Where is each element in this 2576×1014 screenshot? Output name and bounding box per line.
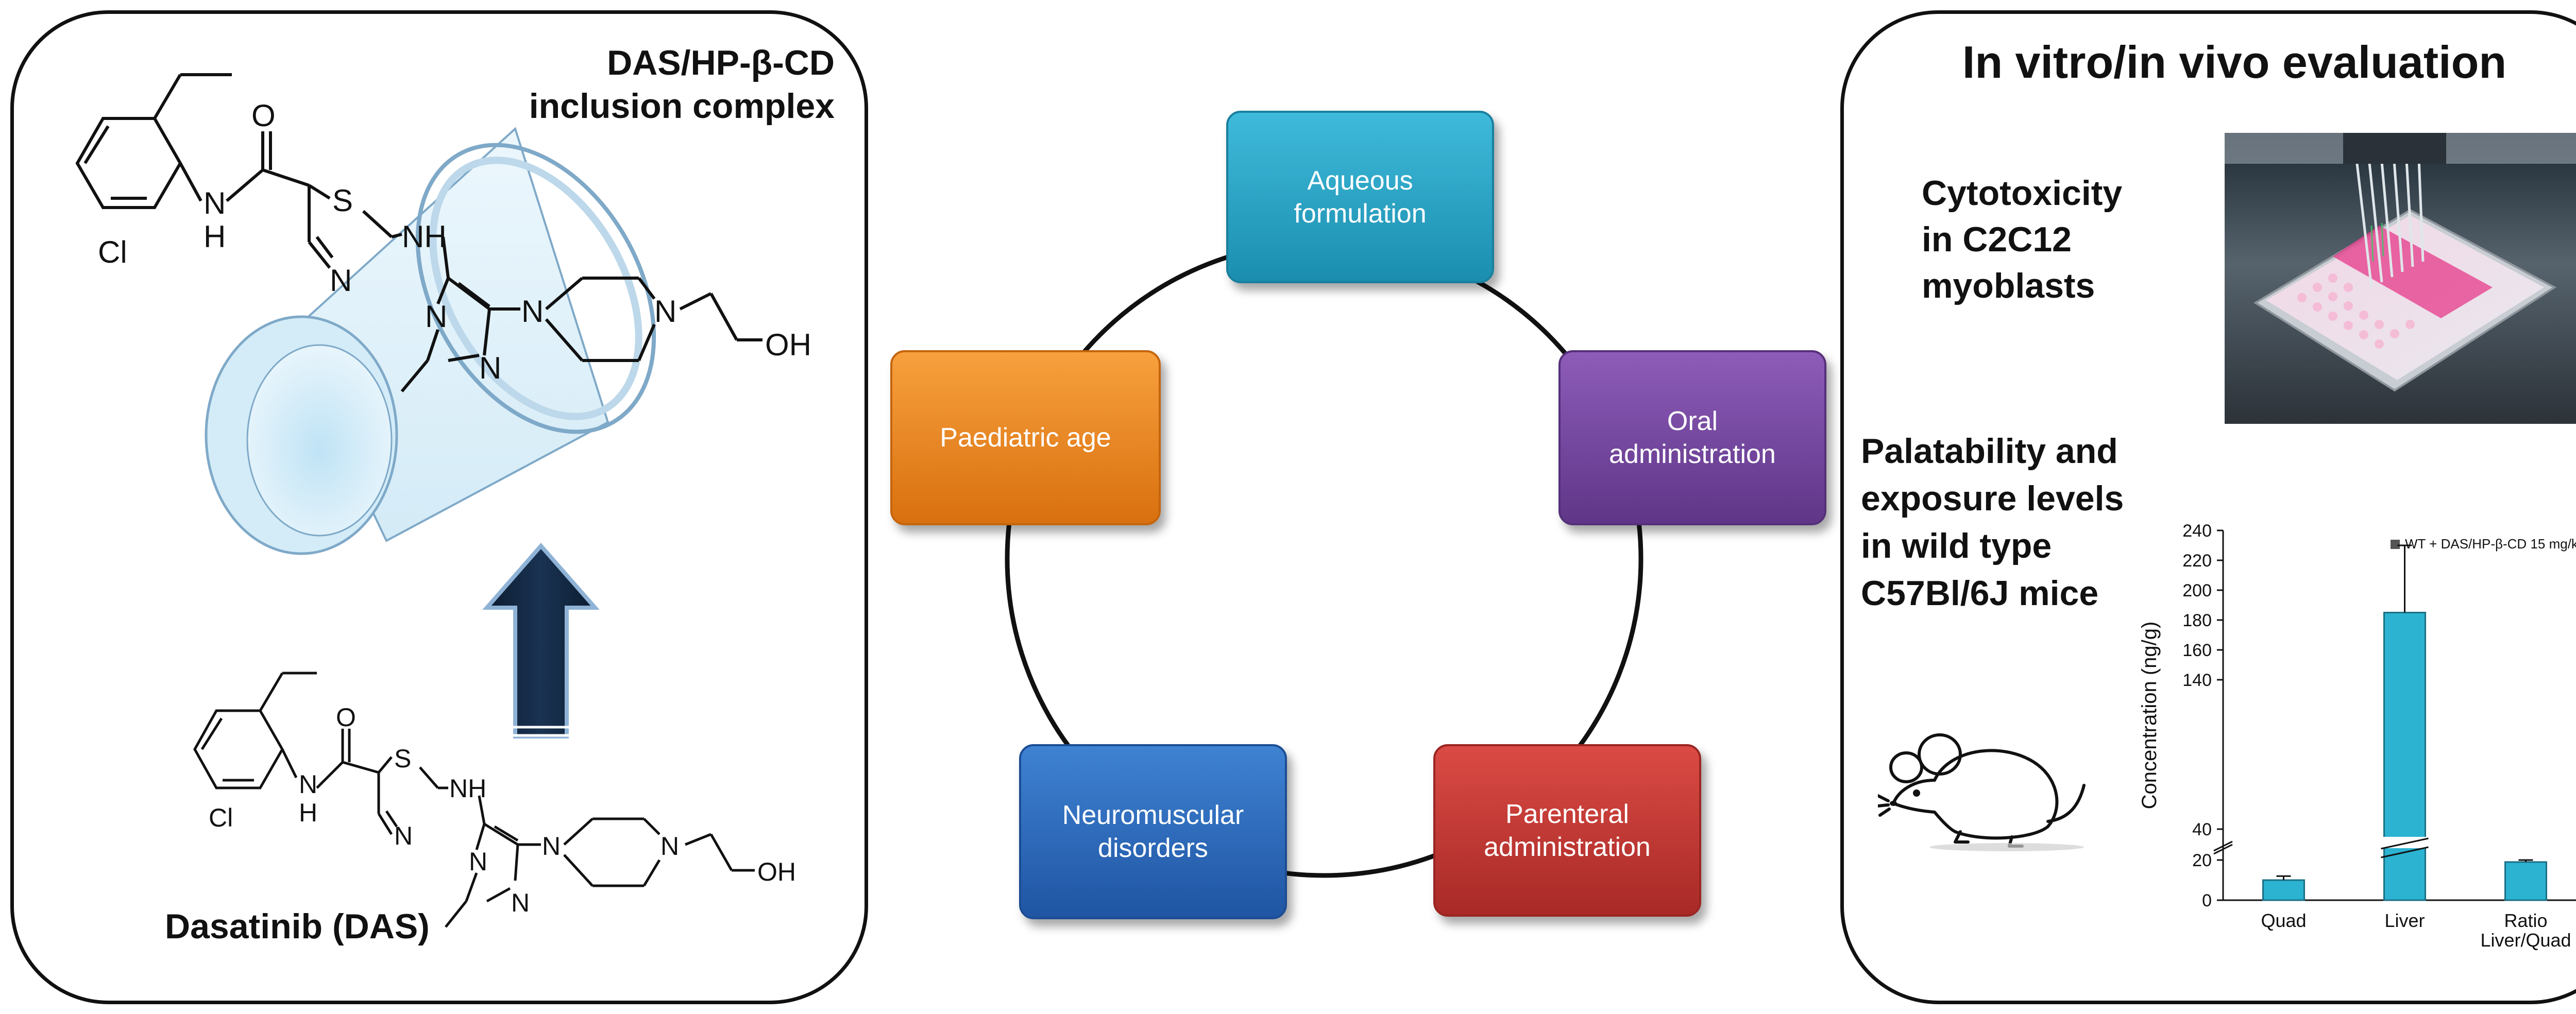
atom-n-pyr2-bottom: N [511,888,530,917]
atom-o-bottom: O [336,703,356,732]
das-complex-structure: O Cl N H S N NH N N N N OH O Cl N H S N … [75,73,811,928]
axis-break-mark [2213,844,2233,855]
palatability-line2: exposure levels [1861,479,2124,518]
atom-oh-top: OH [765,328,811,362]
x-tick-label: Quad [2261,910,2306,931]
atom-n-pip1-bottom: N [542,832,561,861]
node-oral-administration-label: Oral administration [1609,406,1776,469]
y-tick-label: 0 [2202,891,2212,910]
legend-label: WT + DAS/HP-β-CD 15 mg/kg [2405,536,2576,552]
atom-h-amide-top: H [204,219,226,254]
atom-nh-link-top: NH [402,219,447,254]
evaluation-title: In vitro/in vivo evaluation [1962,37,2507,88]
atom-h-amide-bottom: H [299,798,317,827]
cytotoxicity-text: Cytotoxicity in C2C12 myoblasts [1922,170,2122,309]
palatability-text: Palatability and exposure levels in wild… [1861,427,2124,617]
y-tick-label: 160 [2182,641,2212,660]
atom-cl-top: Cl [98,235,127,269]
mouse-icon [1878,733,2086,851]
atom-n-pip2-bottom: N [660,832,679,861]
atom-n-pyr2-top: N [479,351,501,385]
y-tick-label: 240 [2182,521,2212,541]
x-tick-label: Ratio [2504,910,2547,931]
legend-swatch [2391,540,2400,549]
node-aqueous-formulation: Aqueous formulation [1226,111,1494,283]
atom-n-thiazole-top: N [330,263,352,298]
atom-o-top: O [251,98,276,133]
atom-nh-link-bottom: NH [449,774,486,803]
node-neuromuscular-disorders: Neuromuscular disorders [1019,744,1287,919]
y-tick-label: 200 [2182,581,2212,600]
atom-n-pyr1-bottom: N [469,847,487,876]
atom-nh-amide-top: N [204,186,226,220]
node-parenteral-administration-label: Parenteral administration [1484,799,1651,862]
y-tick-label: 140 [2182,671,2212,690]
lab-photo [2225,133,2576,424]
atom-n-pyr1-top: N [425,299,447,334]
palatability-line4: C57Bl/6J mice [1861,574,2099,613]
axis-break-mark [2213,840,2233,852]
atom-s-bottom: S [394,744,411,773]
bar [2262,879,2305,901]
top-molecule-bonds [75,73,762,392]
node-paediatric-age: Paediatric age [890,350,1161,525]
atom-n-pip1-top: N [521,294,544,329]
bar [2383,612,2426,901]
y-tick-label: 40 [2192,820,2212,839]
atom-cl-bottom: Cl [209,803,233,832]
node-neuromuscular-disorders-label: Neuromuscular disorders [1062,800,1244,863]
das-label: Dasatinib (DAS) [165,907,430,946]
complex-title-line1: DAS/HP-β-CD [607,43,835,82]
node-aqueous-formulation-label: Aqueous formulation [1294,165,1427,229]
atom-nh-amide-bottom: N [299,770,317,799]
cytotoxicity-line1: Cytotoxicity [1922,174,2123,213]
cyclodextrin-cone [205,127,656,555]
cytotoxicity-line3: myoblasts [1922,266,2095,305]
bottom-molecule-bonds [193,672,755,928]
atom-n-thiazole-bottom: N [394,821,413,850]
bar [2504,861,2547,901]
y-tick-label: 220 [2182,551,2212,571]
node-parenteral-administration: Parenteral administration [1433,744,1701,917]
y-tick-label: 20 [2192,851,2212,870]
palatability-line3: in wild type [1861,526,2052,565]
bar-break-mark [2381,846,2429,858]
atom-n-pip2-top: N [654,294,676,329]
complex-title: DAS/HP-β-CD inclusion complex [443,41,835,128]
y-axis-title: Concentration (ng/g) [2138,622,2161,810]
cytotoxicity-line2: in C2C12 [1922,220,2072,259]
y-tick-label: 180 [2182,611,2212,630]
atom-oh-bottom: OH [757,857,796,886]
complex-title-line2: inclusion complex [529,87,835,126]
x-tick-label: Liver [2384,910,2425,931]
node-paediatric-age-label: Paediatric age [940,423,1111,453]
palatability-line1: Palatability and [1861,432,2118,471]
atom-s-top: S [332,183,353,218]
node-oral-administration: Oral administration [1558,350,1826,525]
bar-break-mark [2381,837,2429,850]
x-tick-label: Liver/Quad [2480,930,2571,951]
up-arrow-icon [482,542,600,744]
